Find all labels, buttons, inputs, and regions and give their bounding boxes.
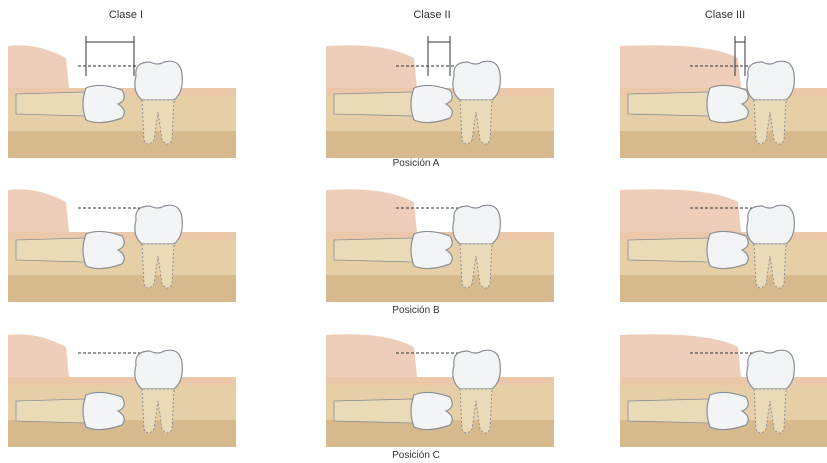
second-molar-crown bbox=[135, 205, 182, 244]
wisdom-tooth-root bbox=[628, 399, 710, 423]
wisdom-tooth-crown bbox=[83, 392, 124, 429]
wisdom-tooth-root bbox=[334, 399, 414, 423]
wisdom-tooth-crown bbox=[83, 231, 124, 268]
second-molar-crown bbox=[453, 205, 500, 244]
gum bbox=[326, 377, 554, 385]
second-molar-crown bbox=[747, 205, 794, 244]
column-label-clase-2: Clase II bbox=[392, 9, 472, 21]
wisdom-tooth-root bbox=[628, 238, 710, 262]
second-molar-crown bbox=[453, 350, 500, 389]
second-molar-crown bbox=[135, 350, 182, 389]
panel-clase-1-posicion-a bbox=[8, 36, 236, 158]
row-label-posicion-c: Posición C bbox=[356, 450, 476, 461]
column-label-clase-3: Clase III bbox=[685, 9, 765, 21]
wisdom-tooth-root bbox=[334, 92, 414, 116]
wisdom-tooth-crown bbox=[411, 85, 452, 122]
panel-clase-3-posicion-b bbox=[620, 180, 827, 302]
wisdom-tooth-crown bbox=[83, 85, 124, 122]
row-label-posicion-b: Posición B bbox=[356, 305, 476, 316]
wisdom-tooth-root bbox=[628, 92, 710, 116]
second-molar-crown bbox=[135, 61, 182, 100]
panel-clase-1-posicion-b bbox=[8, 180, 236, 302]
wisdom-tooth-root bbox=[16, 92, 86, 116]
panel-clase-3-posicion-c bbox=[620, 325, 827, 447]
panel-clase-3-posicion-a bbox=[620, 36, 827, 158]
panel-clase-1-posicion-c bbox=[8, 325, 236, 447]
second-molar-crown bbox=[747, 61, 794, 100]
column-label-clase-1: Clase I bbox=[86, 9, 166, 21]
wisdom-tooth-root bbox=[16, 399, 86, 423]
second-molar-crown bbox=[453, 61, 500, 100]
gum bbox=[8, 377, 236, 385]
wisdom-tooth-crown bbox=[411, 231, 452, 268]
panel-clase-2-posicion-c bbox=[326, 325, 554, 447]
wisdom-tooth-root bbox=[16, 238, 86, 262]
second-molar-crown bbox=[747, 350, 794, 389]
panel-clase-2-posicion-a bbox=[326, 36, 554, 158]
wisdom-tooth-crown bbox=[707, 392, 748, 429]
gum bbox=[620, 377, 827, 385]
wisdom-tooth-crown bbox=[707, 231, 748, 268]
wisdom-tooth-crown bbox=[707, 85, 748, 122]
wisdom-tooth-crown bbox=[411, 392, 452, 429]
panel-clase-2-posicion-b bbox=[326, 180, 554, 302]
row-label-posicion-a: Posición A bbox=[356, 158, 476, 169]
wisdom-tooth-root bbox=[334, 238, 414, 262]
